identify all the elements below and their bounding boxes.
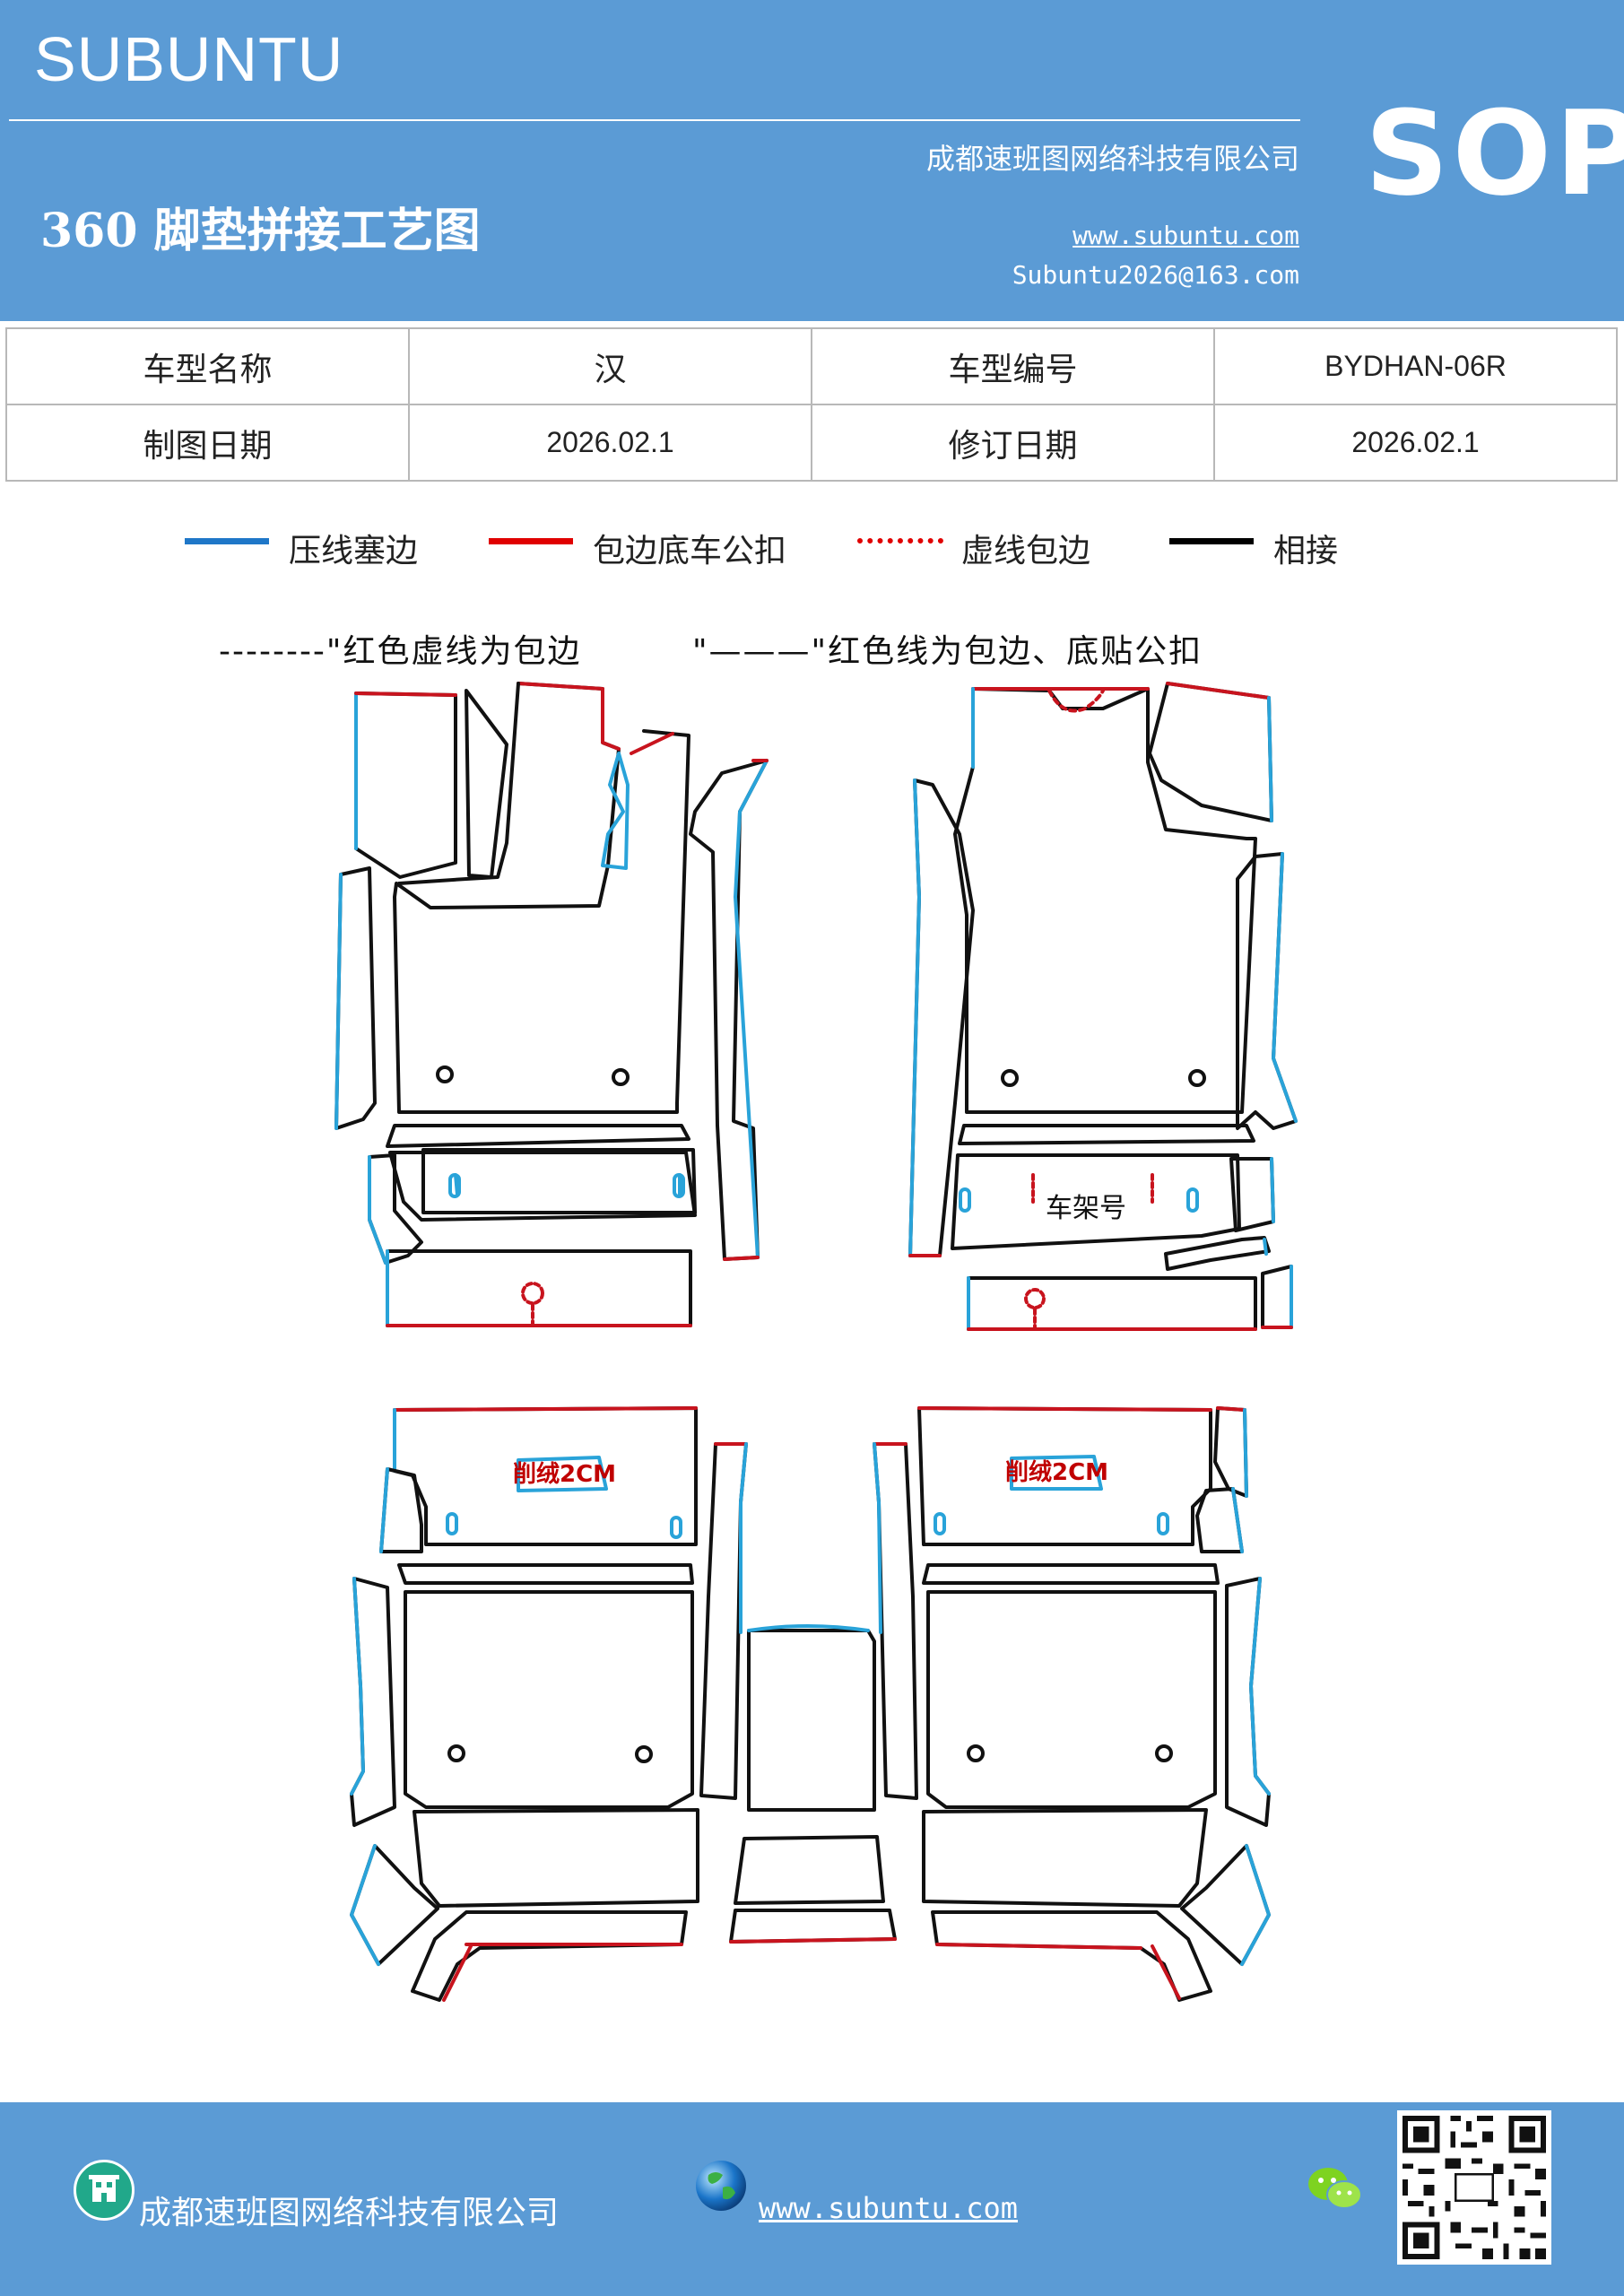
model-name-label: 车型名称 bbox=[5, 327, 410, 405]
rear-left-mat bbox=[350, 1406, 748, 2002]
header-website-link[interactable]: www.subuntu.com bbox=[1073, 221, 1299, 250]
footer-website-link[interactable]: www.subuntu.com bbox=[759, 2191, 1018, 2225]
drawing-date-value: 2026.02.1 bbox=[408, 404, 812, 482]
trim-label-left: 削绒2CM bbox=[513, 1460, 616, 1488]
legend-label: 相接 bbox=[1273, 533, 1339, 570]
revision-date-value: 2026.02.1 bbox=[1213, 404, 1618, 482]
legend-label: 包边底车公扣 bbox=[593, 533, 787, 570]
trim-label-right: 削绒2CM bbox=[1005, 1458, 1108, 1486]
brand-name: SUBUNTU bbox=[34, 24, 344, 94]
sop-badge: SOP bbox=[1365, 85, 1624, 222]
vehicle-info-table: 车型名称 汉 车型编号 BYDHAN-06R 制图日期 2026.02.1 修订… bbox=[5, 327, 1618, 482]
qr-code[interactable] bbox=[1397, 2110, 1551, 2265]
globe-icon bbox=[692, 2157, 750, 2214]
drawing-date-label: 制图日期 bbox=[5, 404, 410, 482]
legend-swatch-red-dotted bbox=[857, 538, 943, 544]
frame-number-label: 车架号 bbox=[1046, 1193, 1126, 1224]
legend-label: 压线塞边 bbox=[289, 533, 419, 570]
wechat-icon[interactable] bbox=[1305, 2164, 1364, 2214]
legend-label: 虚线包边 bbox=[961, 533, 1091, 570]
note-dashed-red: --------"红色虚线为包边 bbox=[219, 633, 582, 670]
legend-swatch-blue bbox=[185, 538, 269, 544]
header-company-name: 成都速班图网络科技有限公司 bbox=[925, 142, 1299, 176]
table-row: 制图日期 2026.02.1 修订日期 2026.02.1 bbox=[5, 404, 1618, 482]
building-icon bbox=[74, 2160, 135, 2221]
document-title: 360 脚垫拼接工艺图 bbox=[40, 204, 481, 258]
front-right-mat bbox=[908, 682, 1298, 1331]
legend-swatch-red bbox=[489, 538, 573, 544]
model-name-value: 汉 bbox=[408, 327, 812, 405]
front-left-mat bbox=[334, 682, 769, 1327]
model-code-value: BYDHAN-06R bbox=[1213, 327, 1618, 405]
header-email: Subuntu2026@163.com bbox=[1012, 260, 1299, 290]
header-banner bbox=[0, 0, 1624, 321]
footer-company-name: 成都速班图网络科技有限公司 bbox=[139, 2195, 560, 2231]
header-divider bbox=[9, 119, 1300, 121]
model-code-label: 车型编号 bbox=[811, 327, 1215, 405]
table-row: 车型名称 汉 车型编号 BYDHAN-06R bbox=[5, 327, 1618, 405]
revision-date-label: 修订日期 bbox=[811, 404, 1215, 482]
rear-right-mat bbox=[873, 1406, 1271, 2002]
legend-swatch-black bbox=[1169, 538, 1254, 544]
note-solid-red: "———"红色线为包边、底贴公扣 bbox=[692, 633, 1203, 670]
rear-center-mat bbox=[729, 1624, 897, 1944]
